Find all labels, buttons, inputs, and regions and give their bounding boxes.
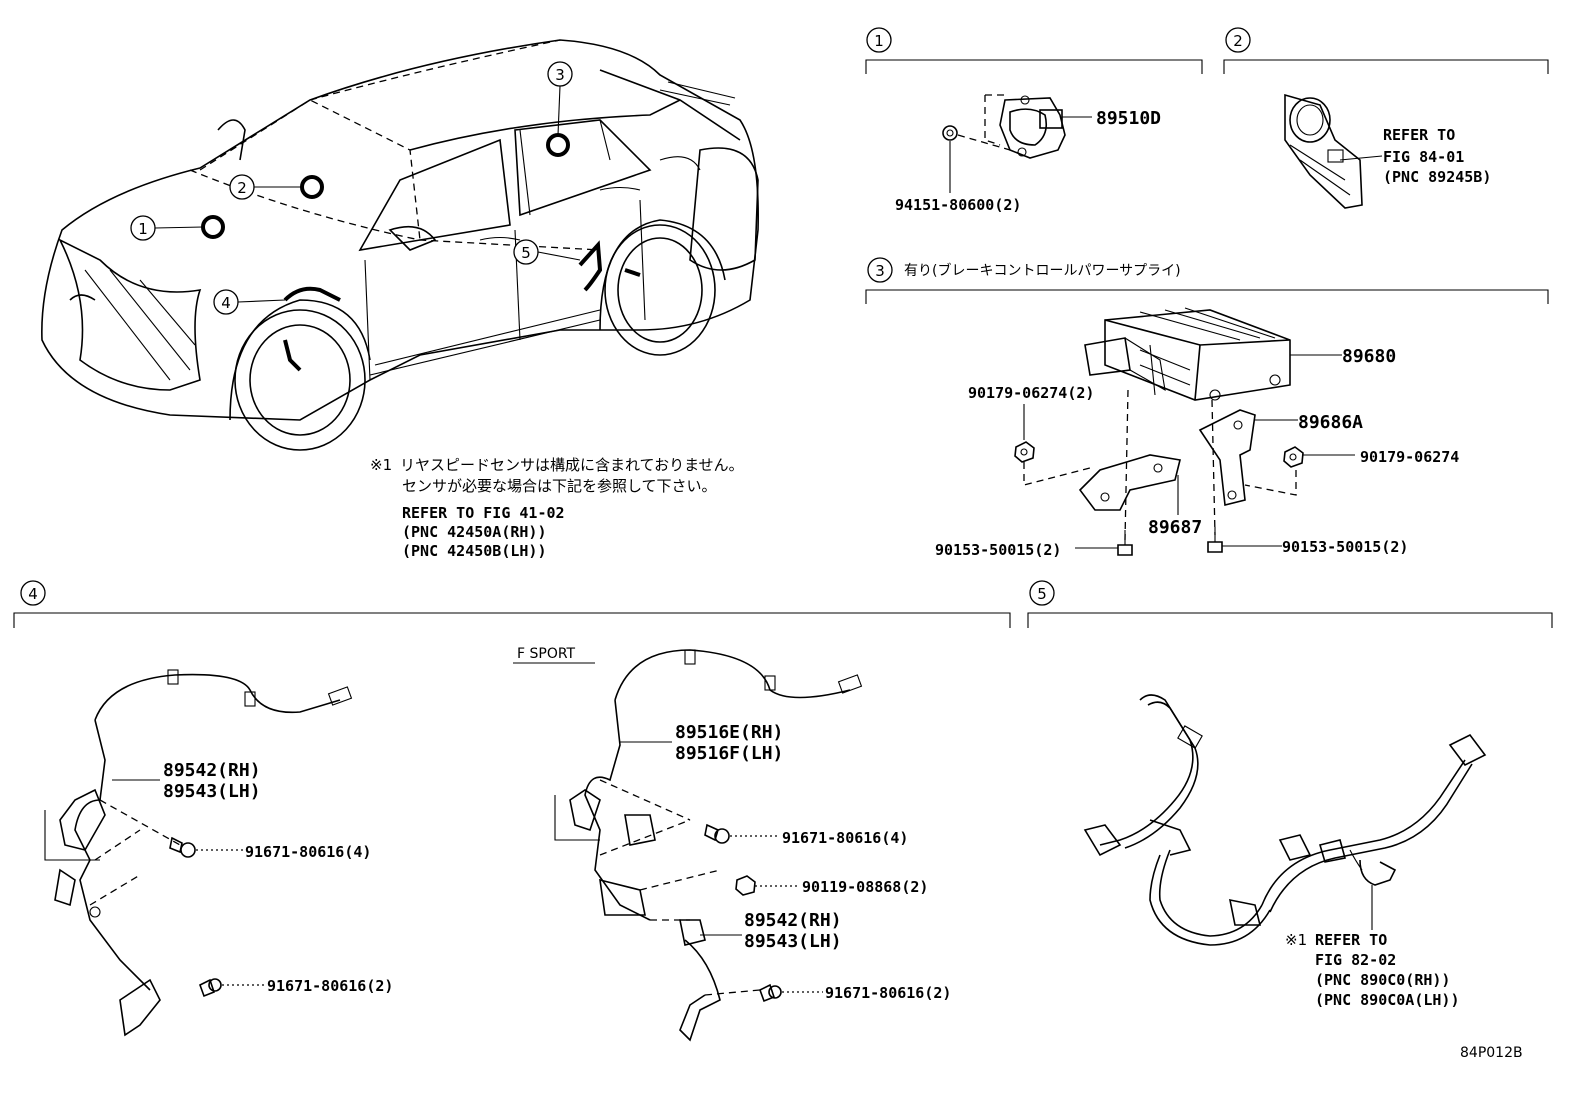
part-90179-06274-2: 90179-06274(2) <box>968 384 1094 402</box>
section-5-number: 5 <box>1037 585 1047 603</box>
yaw-rate-sensor-drawing <box>942 94 1066 159</box>
section-5-note-mark: ※1 <box>1285 931 1307 949</box>
bolt-right <box>1207 527 1223 553</box>
note-line-1: リヤスピードセンサは構成に含まれておりません。 <box>400 456 744 474</box>
rear-speed-sensor-harness <box>1083 694 1487 946</box>
location-mark-5b <box>624 268 641 277</box>
bolt-91671-right-upper <box>704 823 730 844</box>
note-refer-2: (PNC 42450A(RH)) <box>402 523 547 541</box>
part-89686A: 89686A <box>1298 412 1363 433</box>
section-5-refer-2: FIG 82-02 <box>1315 951 1396 969</box>
part-90153-50015-left: 90153-50015(2) <box>935 541 1061 559</box>
part-90179-06274: 90179-06274 <box>1360 448 1459 466</box>
section-5-refer-1: REFER TO <box>1315 931 1387 949</box>
location-mark-1 <box>201 215 225 239</box>
note-refer-1: REFER TO FIG 41-02 <box>402 504 565 522</box>
callout-2 <box>229 174 255 200</box>
section-2-refer-1: REFER TO <box>1383 126 1455 144</box>
part-89516E-rh: 89516E(RH) <box>675 722 783 743</box>
section-1-number: 1 <box>874 32 884 50</box>
part-89543-lh-right: 89543(LH) <box>744 931 842 952</box>
section-2-refer-2: FIG 84-01 <box>1383 148 1464 166</box>
part-89542-rh-right: 89542(RH) <box>744 910 842 931</box>
steering-sensor-drawing <box>1284 93 1363 209</box>
location-mark-4b <box>283 339 302 372</box>
nut-90119-right <box>735 875 756 896</box>
callout-3 <box>547 61 573 87</box>
section-2-number: 2 <box>1233 32 1243 50</box>
section-3-number: 3 <box>875 262 885 280</box>
bolt-91671-right-lower <box>759 983 782 1003</box>
section-5: 5 ※1 REFER TO FIG 82-02 (PNC 890C0(RH)) … <box>1027 580 1553 1009</box>
section-2-refer-3: (PNC 89245B) <box>1383 168 1491 186</box>
front-speed-sensor-harness-left <box>44 669 353 1037</box>
part-89510D: 89510D <box>1096 108 1161 129</box>
part-89687: 89687 <box>1148 517 1202 538</box>
part-89542-rh-left: 89542(RH) <box>163 760 261 781</box>
rear-sensor-note: ※1 リヤスピードセンサは構成に含まれておりません。 センサが必要な場合は下記を… <box>370 456 744 560</box>
part-91671-80616-2-right: 91671-80616(2) <box>825 984 951 1002</box>
part-91671-80616-4-right: 91671-80616(4) <box>782 829 908 847</box>
front-speed-sensor-harness-right <box>554 649 863 1042</box>
part-89543-lh-left: 89543(LH) <box>163 781 261 802</box>
bracket-89687-drawing <box>1078 454 1181 511</box>
note-line-2: センサが必要な場合は下記を参照して下さい。 <box>402 477 717 495</box>
location-mark-2 <box>300 175 324 199</box>
power-supply-unit-drawing <box>1084 307 1291 401</box>
part-90153-50015-right: 90153-50015(2) <box>1282 538 1408 556</box>
part-89516F-lh: 89516F(LH) <box>675 743 783 764</box>
label-4: 5 <box>521 244 531 262</box>
section-5-refer-3: (PNC 890C0(RH)) <box>1315 971 1450 989</box>
part-91671-80616-2-left: 91671-80616(2) <box>267 977 393 995</box>
part-89680: 89680 <box>1342 346 1396 367</box>
part-94151-80600: 94151-80600(2) <box>895 196 1021 214</box>
bracket-89686A-drawing <box>1198 409 1256 506</box>
section-5-refer-4: (PNC 890C0A(LH)) <box>1315 991 1460 1009</box>
label-3: 4 <box>221 294 231 312</box>
label-2: 3 <box>555 66 565 84</box>
diagram-id: 84P012B <box>1460 1045 1523 1061</box>
section-3: 3 有り(ブレーキコントロールパワーサプライ) 89680 89686A <box>865 257 1549 559</box>
bolt-91671-left-lower <box>199 978 222 998</box>
label-0: 1 <box>138 220 148 238</box>
part-91671-80616-4-left: 91671-80616(4) <box>245 843 371 861</box>
bolt-91671-left-upper <box>169 836 196 858</box>
section-2: 2 REFER TO FIG 84-01 (PNC 89245B) <box>1223 27 1549 209</box>
part-90119-08868: 90119-08868(2) <box>802 878 928 896</box>
callout-4 <box>213 289 239 315</box>
note-refer-3: (PNC 42450B(LH)) <box>402 542 547 560</box>
label-1: 2 <box>237 179 247 197</box>
location-mark-5 <box>578 240 603 292</box>
note-mark: ※1 <box>370 456 392 474</box>
bolt-left <box>1117 530 1133 556</box>
callout-5 <box>513 239 539 265</box>
callout-1 <box>130 215 156 241</box>
section-1: 1 89510D 94151-80600(2) <box>865 27 1203 214</box>
section-4: 4 89542(RH) 89543(LH) 91671-80616(4) <box>13 580 1011 1042</box>
location-mark-4 <box>283 286 341 302</box>
nut-left <box>1014 441 1035 463</box>
section-4-number: 4 <box>28 585 38 603</box>
nut-right <box>1283 446 1304 468</box>
location-mark-3 <box>546 133 570 157</box>
section-3-title: 有り(ブレーキコントロールパワーサプライ) <box>904 262 1181 279</box>
vehicle-illustration: 1 2 3 4 5 <box>41 39 759 451</box>
f-sport-label: F SPORT <box>517 646 576 662</box>
